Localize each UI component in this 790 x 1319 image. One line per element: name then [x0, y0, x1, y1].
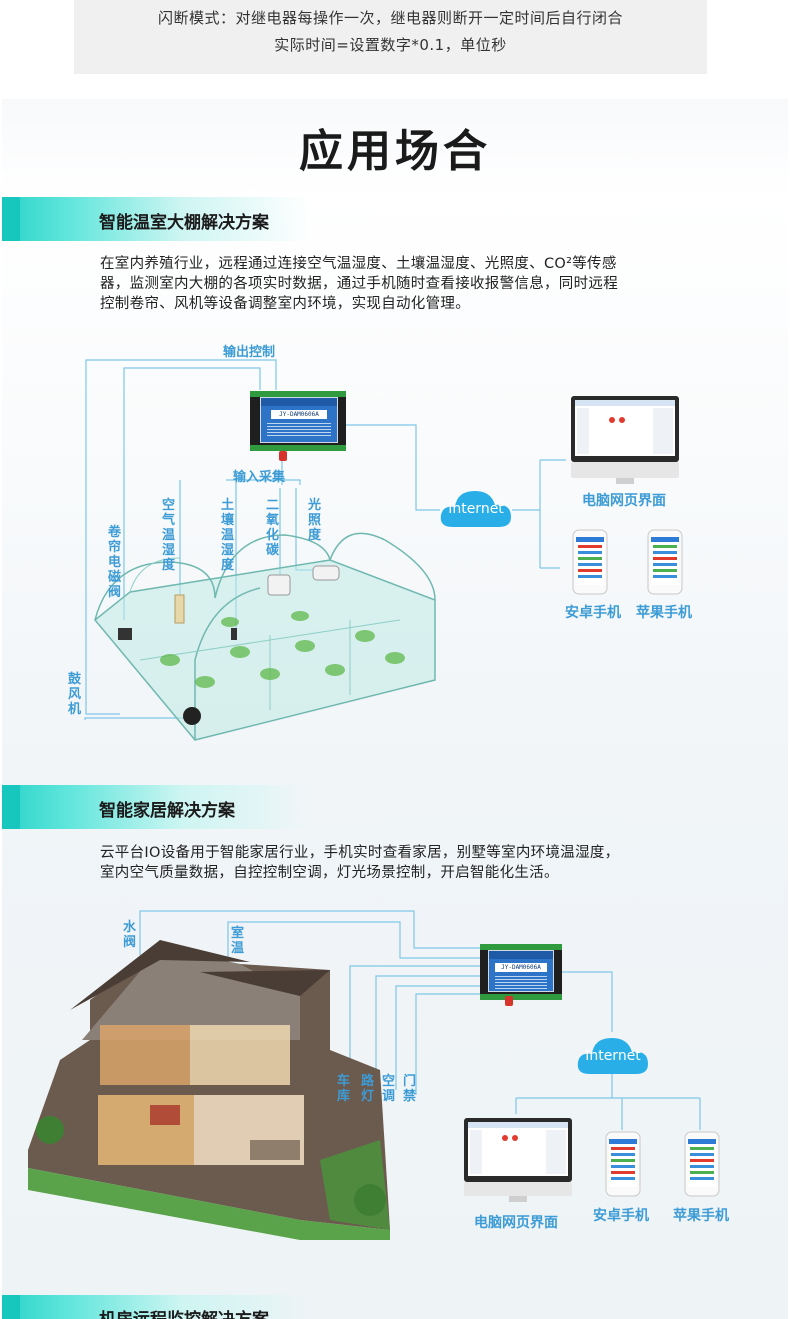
mode-note: 闪断模式：对继电器每操作一次，继电器则断开一定时间后自行闭合 实际时间=设置数字… [74, 0, 707, 74]
house-illustration [28, 940, 390, 1240]
android-phone [572, 529, 608, 595]
android-label: 安卓手机 [565, 605, 621, 621]
io-device-greenhouse: JY-DAM0606A [250, 391, 346, 451]
door-access-label: 门禁 [402, 1074, 416, 1104]
street-light-label: 路灯 [360, 1074, 374, 1104]
section-marker [2, 1295, 20, 1319]
device-model-label: JY-DAM0606A [271, 410, 327, 419]
input-collect-label: 输入采集 [233, 470, 286, 485]
greenhouse-structure [93, 532, 436, 741]
water-valve-label: 水阀 [122, 920, 136, 950]
actuator-valve-label: 卷帘电磁阀 [107, 525, 121, 600]
internet-cloud-smarthome: Internet [576, 1030, 650, 1076]
device-model-label: JY-DAM0606A [495, 963, 547, 972]
smarthome-section-header: 智能家居解决方案 [2, 785, 562, 829]
greenhouse-section-header: 智能温室大棚解决方案 [2, 197, 562, 241]
internet-cloud-greenhouse: Internet [439, 483, 513, 529]
sensor-co2-label: 二氧化碳 [265, 498, 279, 558]
device-antenna [279, 451, 287, 461]
smarthome-diagram [28, 910, 720, 1240]
apple-phone [647, 529, 683, 595]
sensor-soil-label: 土壤温湿度 [220, 498, 234, 573]
mode-note-line-2: 实际时间=设置数字*0.1，单位秒 [274, 36, 507, 54]
machine-room-title: 机房远程监控解决方案 [99, 1305, 269, 1319]
pc-web-label: 电脑网页界面 [582, 493, 666, 509]
greenhouse-description: 在室内养殖行业，远程通过连接空气温湿度、土壤温湿度、光照度、CO²等传感 器，监… [100, 254, 700, 314]
sensor-air-label: 空气温湿度 [161, 498, 175, 573]
apple-phone [684, 1131, 720, 1197]
smarthome-desc-line-1: 云平台IO设备用于智能家居行业，手机实时查看家居，别墅等室内环境温湿度， [100, 845, 620, 861]
air-conditioner-label: 空调 [381, 1074, 395, 1104]
actuator-fan-label: 鼓风机 [67, 672, 81, 717]
mode-note-line-1: 闪断模式：对继电器每操作一次，继电器则断开一定时间后自行闭合 [157, 9, 623, 27]
io-device-smarthome: JY-DAM0606A [480, 944, 562, 1000]
section-marker [2, 197, 20, 241]
pc-web-label: 电脑网页界面 [474, 1215, 558, 1231]
greenhouse-diagram [84, 359, 683, 741]
sensor-light-label: 光照度 [307, 498, 321, 543]
section-marker [2, 785, 20, 829]
device-antenna [505, 996, 513, 1006]
cloud-icon [440, 491, 511, 527]
smarthome-wiring [139, 910, 701, 1130]
android-label: 安卓手机 [593, 1208, 649, 1224]
pc-monitor [571, 396, 679, 484]
machine-room-section-header: 机房远程监控解决方案 [2, 1295, 562, 1319]
apple-label: 苹果手机 [636, 605, 692, 621]
pc-monitor [464, 1118, 572, 1202]
smarthome-desc-line-2: 室内空气质量数据，自控控制空调，灯光场景控制，开启智能化生活。 [100, 865, 559, 881]
room-temp-label: 室温 [230, 926, 244, 956]
internet-label: Internet [448, 501, 504, 517]
plants [160, 611, 405, 688]
smarthome-title: 智能家居解决方案 [99, 801, 235, 821]
garage-label: 车库 [336, 1074, 350, 1104]
page-title: 应用场合 [299, 126, 491, 177]
greenhouse-desc-line-1: 在室内养殖行业，远程通过连接空气温湿度、土壤温湿度、光照度、CO²等传感 [100, 256, 617, 272]
internet-label: Internet [585, 1048, 641, 1064]
cloud-icon [577, 1038, 648, 1074]
greenhouse-sensors [118, 565, 340, 725]
smarthome-description: 云平台IO设备用于智能家居行业，手机实时查看家居，别墅等室内环境温湿度， 室内空… [100, 843, 700, 883]
greenhouse-title: 智能温室大棚解决方案 [99, 213, 269, 233]
android-phone [605, 1131, 641, 1197]
greenhouse-desc-line-2: 器，监测室内大棚的各项实时数据，通过手机随时查看接收报警信息，同时远程 [100, 276, 618, 292]
apple-label: 苹果手机 [673, 1208, 729, 1224]
output-control-label: 输出控制 [223, 345, 276, 360]
greenhouse-desc-line-3: 控制卷帘、风机等设备调整室内环境，实现自动化管理。 [100, 296, 470, 312]
